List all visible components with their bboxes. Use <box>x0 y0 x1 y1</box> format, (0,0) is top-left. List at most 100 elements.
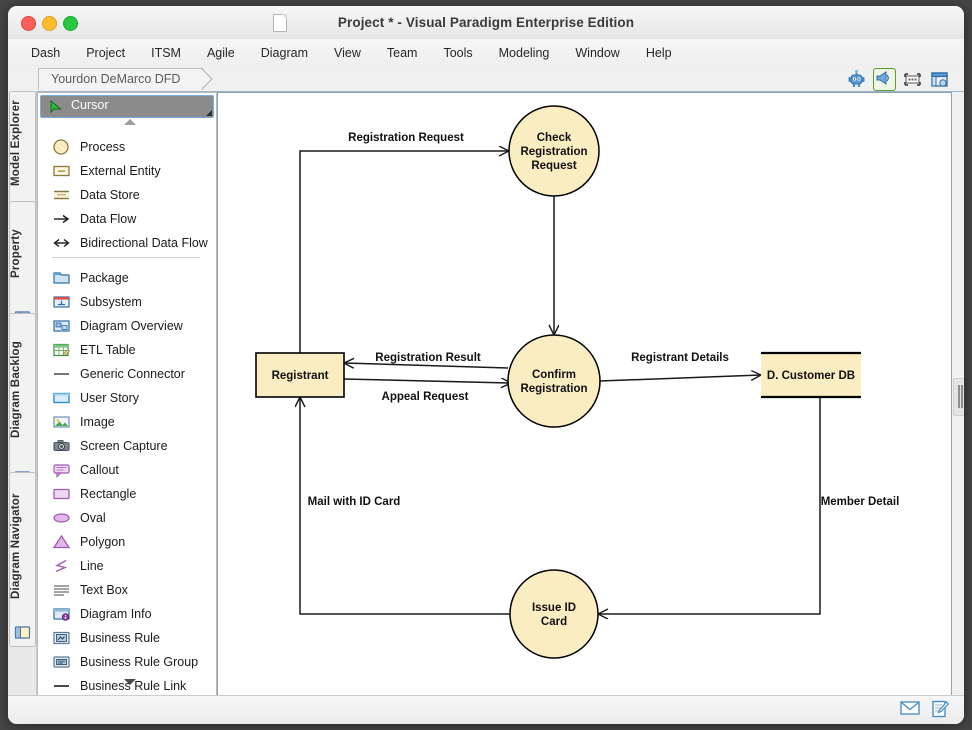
menu-item-diagram[interactable]: Diagram <box>248 43 321 63</box>
application-window: Project * - Visual Paradigm Enterprise E… <box>8 6 964 724</box>
panel-splitter-handle[interactable] <box>953 378 964 416</box>
palette-item-oval[interactable]: Oval <box>40 506 212 530</box>
palette-item-label: External Entity <box>80 162 161 180</box>
palette-item-process[interactable]: Process <box>40 135 212 159</box>
palette-item-etl-table[interactable]: ETL Table <box>40 338 212 362</box>
oval-icon <box>52 509 71 527</box>
flow-registrant-details[interactable] <box>600 375 761 381</box>
image-icon <box>52 413 71 431</box>
side-tab-label: Diagram Navigator <box>10 473 35 626</box>
etl-table-icon <box>52 341 71 359</box>
side-tab-label: Model Explorer <box>10 92 35 201</box>
flow-registration-request[interactable] <box>300 151 509 353</box>
process-issue-id-card[interactable] <box>510 570 598 658</box>
palette-item-diagram-info[interactable]: Diagram Info <box>40 602 212 626</box>
palette-item-generic-connector[interactable]: Generic Connector <box>40 362 212 386</box>
palette-item-label: Image <box>80 413 115 431</box>
fit-to-screen-icon[interactable] <box>902 69 923 90</box>
menu-item-window[interactable]: Window <box>562 43 632 63</box>
palette-item-rectangle[interactable]: Rectangle <box>40 482 212 506</box>
palette-item-line[interactable]: Line <box>40 554 212 578</box>
ai-robot-icon[interactable] <box>846 69 867 90</box>
palette-item-polygon[interactable]: Polygon <box>40 530 212 554</box>
palette-item-label: Line <box>80 557 104 575</box>
data-flow-arrow-icon <box>52 210 71 228</box>
text-box-icon <box>52 581 71 599</box>
line-icon <box>52 557 71 575</box>
palette-scroll-up-icon[interactable] <box>124 119 136 125</box>
menu-item-team[interactable]: Team <box>374 43 431 63</box>
menu-item-project[interactable]: Project <box>73 43 138 63</box>
palette-scroll-down-icon[interactable] <box>124 679 136 685</box>
palette-item-data-store[interactable]: Data Store <box>40 183 212 207</box>
palette-item-label: Screen Capture <box>80 437 168 455</box>
title-bar: Project * - Visual Paradigm Enterprise E… <box>8 6 964 40</box>
menu-item-modeling[interactable]: Modeling <box>486 43 563 63</box>
external-entity-icon <box>52 162 71 180</box>
palette-item-label: Business Rule Group <box>80 653 198 671</box>
menu-item-itsm[interactable]: ITSM <box>138 43 194 63</box>
flow-member-detail[interactable] <box>598 397 820 614</box>
toolbar-icons <box>846 68 950 91</box>
bidirectional-arrow-icon <box>52 234 71 252</box>
menu-item-dash[interactable]: Dash <box>18 43 73 63</box>
megaphone-icon[interactable] <box>873 68 896 91</box>
menu-item-tools[interactable]: Tools <box>430 43 485 63</box>
palette-item-user-story[interactable]: User Story <box>40 386 212 410</box>
palette-item-business-rule[interactable]: Business Rule <box>40 626 212 650</box>
palette-item-label: Data Store <box>80 186 140 204</box>
side-tab-diagram-navigator[interactable]: Diagram Navigator <box>9 472 36 647</box>
palette-item-subsystem[interactable]: Subsystem <box>40 290 212 314</box>
menu-item-agile[interactable]: Agile <box>194 43 248 63</box>
callout-icon <box>52 461 71 479</box>
document-tab-label: Yourdon DeMarco DFD <box>51 72 180 86</box>
palette-item-package[interactable]: Package <box>40 266 212 290</box>
menu-item-view[interactable]: View <box>321 43 374 63</box>
panel-layout-icon[interactable] <box>929 69 950 90</box>
palette-item-diagram-overview[interactable]: Diagram Overview <box>40 314 212 338</box>
note-edit-icon[interactable] <box>930 700 950 718</box>
document-tab-bar: Yourdon DeMarco DFD <box>8 66 964 92</box>
palette-item-label: Generic Connector <box>80 365 185 383</box>
palette-item-label: Bidirectional Data Flow <box>80 234 208 252</box>
palette-item-label: Oval <box>80 509 106 527</box>
palette-item-cursor[interactable]: Cursor <box>40 95 214 118</box>
palette-item-label: Polygon <box>80 533 125 551</box>
palette-item-external-entity[interactable]: External Entity <box>40 159 212 183</box>
palette-item-label: Diagram Info <box>80 605 152 623</box>
menu-item-help[interactable]: Help <box>633 43 685 63</box>
palette-item-screen-capture[interactable]: Screen Capture <box>40 434 212 458</box>
diagram-info-icon <box>52 605 71 623</box>
diagram-navigator-icon <box>14 624 31 641</box>
business-rule-link-icon <box>52 677 71 695</box>
rectangle-icon <box>52 485 71 503</box>
side-tab-diagram-backlog[interactable]: Diagram Backlog <box>9 313 36 492</box>
subsystem-icon <box>52 293 71 311</box>
tab-yourdon-demarco-dfd[interactable]: Yourdon DeMarco DFD <box>38 68 203 90</box>
palette-item-image[interactable]: Image <box>40 410 212 434</box>
camera-icon <box>52 437 71 455</box>
flow-appeal-request[interactable] <box>344 379 511 383</box>
package-folder-icon <box>52 269 71 287</box>
business-rule-group-icon <box>52 653 71 671</box>
process-confirm-registration[interactable] <box>508 335 600 427</box>
business-rule-icon <box>52 629 71 647</box>
palette-item-label: Subsystem <box>80 293 142 311</box>
palette-item-label: Process <box>80 138 125 156</box>
polygon-icon <box>52 533 71 551</box>
flow-label-registrant-details: Registrant Details <box>631 352 729 364</box>
flow-label-member-detail: Member Detail <box>821 496 900 508</box>
window-title: Project * - Visual Paradigm Enterprise E… <box>8 6 964 39</box>
palette-item-text-box[interactable]: Text Box <box>40 578 212 602</box>
palette-expand-corner-icon[interactable] <box>206 110 212 116</box>
diagram-overview-icon <box>52 317 71 335</box>
palette-item-callout[interactable]: Callout <box>40 458 212 482</box>
palette-item-data-flow[interactable]: Data Flow <box>40 207 212 231</box>
palette-item-business-rule-group[interactable]: Business Rule Group <box>40 650 212 674</box>
palette-item-label: Data Flow <box>80 210 136 228</box>
palette-item-bidirectional-data-flow[interactable]: Bidirectional Data Flow <box>40 231 212 255</box>
mail-icon[interactable] <box>900 700 920 718</box>
palette-item-label: User Story <box>80 389 139 407</box>
diagram-canvas[interactable]: CheckRegistrationRequestConfirmRegistrat… <box>217 92 952 698</box>
status-bar-icons <box>900 700 950 718</box>
